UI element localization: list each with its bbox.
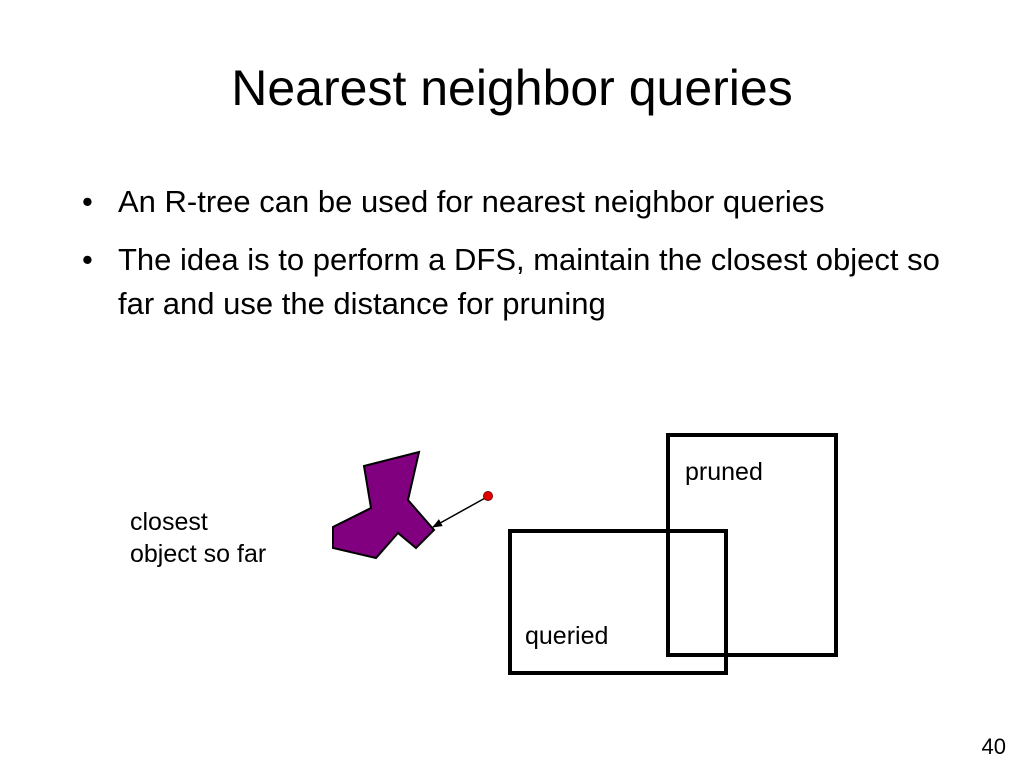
- query-point: [483, 491, 493, 501]
- page-number: 40: [981, 734, 1006, 759]
- closest-object-label-line1: closest: [130, 508, 208, 536]
- pruned-rectangle: [666, 433, 838, 657]
- bullet-text: An R-tree can be used for nearest neighb…: [118, 184, 825, 219]
- slide-title: Nearest neighbor queries: [231, 60, 793, 116]
- bullet-item: • The idea is to perform a DFS, maintain…: [80, 238, 980, 326]
- bullet-marker: •: [82, 184, 93, 219]
- closest-object-shape: [332, 450, 436, 560]
- closest-object-label: closest object so far: [130, 506, 330, 570]
- bullet-list: • An R-tree can be used for nearest neig…: [80, 180, 980, 340]
- queried-label: queried: [525, 622, 609, 650]
- closest-object-label-line2: object so far: [130, 540, 267, 568]
- bullet-text: The idea is to perform a DFS, maintain t…: [118, 242, 940, 321]
- queried-rectangle: [508, 529, 728, 675]
- bullet-item: • An R-tree can be used for nearest neig…: [80, 180, 980, 224]
- pruned-label: pruned: [685, 458, 763, 486]
- distance-arrow: [432, 496, 488, 528]
- bullet-marker: •: [82, 242, 93, 277]
